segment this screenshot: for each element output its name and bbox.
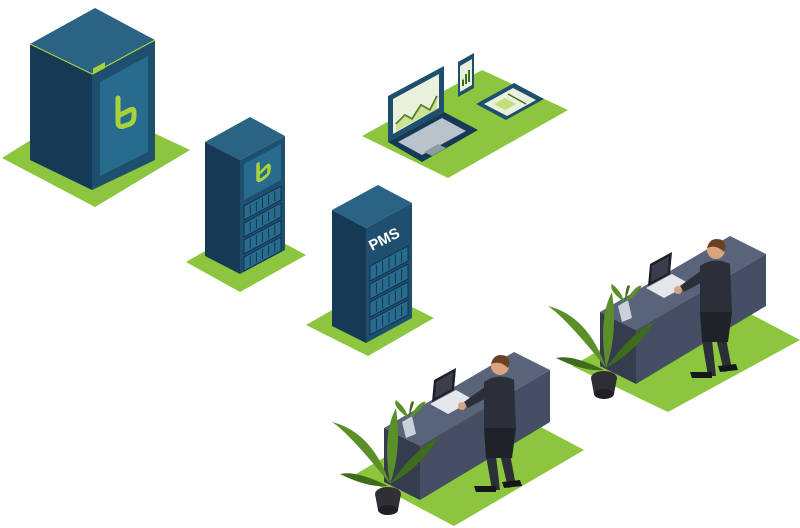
pms-server: PMS [306,185,434,356]
tablet-icon [476,83,544,120]
reception-desk-back [548,236,800,412]
rack-server [186,117,306,292]
rack-unit-slots [243,185,282,272]
b-logo-icon [115,95,137,129]
receptionist-person [674,239,738,378]
reception-desk-front [332,352,584,526]
smartphone-icon [458,53,474,97]
potted-plant-icon [611,284,642,322]
receptionist-person [458,355,522,492]
potted-plant-icon [332,408,438,515]
laptop-icon [388,66,478,162]
potted-plant-icon [548,292,654,399]
devices-group [362,53,568,178]
large-server-cabinet [2,8,190,207]
rack-unit-slots [369,245,409,336]
potted-plant-icon [395,400,426,438]
b-logo-icon [256,162,271,183]
